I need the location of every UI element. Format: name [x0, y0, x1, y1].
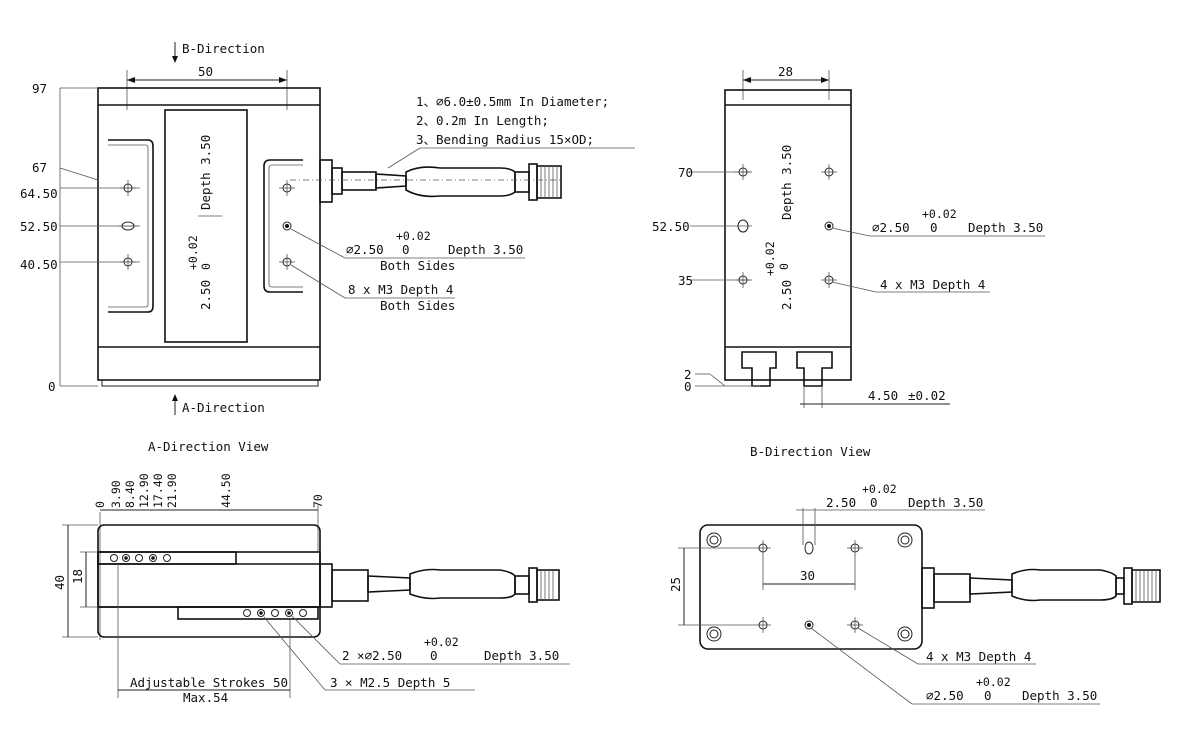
front-width-dim: 50	[198, 64, 213, 79]
front-y-52-50: 52.50	[20, 219, 58, 234]
a-tick-5: 21.90	[165, 473, 179, 508]
a-direction-view: A-Direction View 0 3.90 8.40 12.90 17.40…	[52, 439, 570, 705]
cable-note-1: 1、∅6.0±0.5mm In Diameter;	[416, 94, 609, 109]
a-dim-18: 18	[70, 569, 85, 584]
b-dim-30: 30	[800, 568, 815, 583]
front-y-97: 97	[32, 81, 47, 96]
front-depth-bottom: 2.50	[198, 280, 213, 310]
front-both-sides-1: Both Sides	[380, 258, 455, 273]
side-view: 28 70 52.50 35 2 0 Depth 3.50 +0.02 0 2.…	[652, 64, 1045, 408]
b-bottom-tol-plus: +0.02	[976, 675, 1011, 689]
a-strokes: Adjustable Strokes 50	[130, 675, 288, 690]
a-tick-4: 17.40	[151, 473, 165, 508]
side-hole-spec: ∅2.50	[872, 220, 910, 235]
cable-note-3: 3、Bending Radius 15×OD;	[416, 132, 594, 147]
a-pin-depth: Depth 3.50	[484, 648, 559, 663]
front-hole-tol-zero: 0	[402, 242, 410, 257]
side-hole-tol-plus: +0.02	[922, 207, 957, 221]
b-top-tol-zero: 0	[870, 495, 878, 510]
b-direction-view: B-Direction View +0.02 2.50 0 Depth 3.50…	[668, 444, 1161, 705]
side-m3-spec: 4 x M3 Depth 4	[880, 277, 985, 292]
side-width-dim: 28	[778, 64, 793, 79]
b-m3-spec: 4 x M3 Depth 4	[926, 649, 1031, 664]
a-max: Max.54	[183, 690, 228, 705]
front-hole-spec: ∅2.50	[346, 242, 384, 257]
a-m25-spec: 3 × M2.5 Depth 5	[330, 675, 450, 690]
b-bottom-spec: ∅2.50	[926, 688, 964, 703]
a-pin-spec: 2 ×∅2.50	[342, 648, 402, 663]
a-tick-1: 3.90	[109, 480, 123, 508]
side-y-0: 0	[684, 379, 692, 394]
front-y-67: 67	[32, 160, 47, 175]
front-y-64-50: 64.50	[20, 186, 58, 201]
side-hole-tol-zero: 0	[930, 220, 938, 235]
front-hole-tol-plus: +0.02	[396, 229, 431, 243]
front-both-sides-2: Both Sides	[380, 298, 455, 313]
b-bottom-depth: Depth 3.50	[1022, 688, 1097, 703]
front-tol-plus: +0.02	[186, 235, 200, 270]
side-depth-bottom: 2.50	[779, 280, 794, 310]
a-tick-3: 12.90	[137, 473, 151, 508]
front-hole-depth: Depth 3.50	[448, 242, 523, 257]
b-top-spec: 2.50	[826, 495, 856, 510]
front-y-0: 0	[48, 379, 56, 394]
side-y-70: 70	[678, 165, 693, 180]
side-tol-zero: 0	[777, 263, 791, 270]
a-dim-40: 40	[52, 575, 67, 590]
side-hole-depth: Depth 3.50	[968, 220, 1043, 235]
b-dim-25: 25	[668, 577, 683, 592]
a-tick-2: 8.40	[123, 480, 137, 508]
a-pin-tol-zero: 0	[430, 648, 438, 663]
a-direction-label: A-Direction	[182, 400, 265, 415]
front-m3-spec: 8 x M3 Depth 4	[348, 282, 453, 297]
front-tol-zero: 0	[199, 263, 213, 270]
side-slot-tol: ±0.02	[908, 388, 946, 403]
a-tick-6: 44.50	[219, 473, 233, 508]
front-y-40-50: 40.50	[20, 257, 58, 272]
a-tick-7: 70	[311, 494, 325, 508]
cable-note-2: 2、0.2m In Length;	[416, 113, 549, 128]
b-bottom-tol-zero: 0	[984, 688, 992, 703]
side-tol-plus: +0.02	[763, 241, 777, 276]
b-view-title: B-Direction View	[750, 444, 871, 459]
front-depth-top: Depth 3.50	[198, 135, 213, 210]
b-direction-label: B-Direction	[182, 41, 265, 56]
a-view-title: A-Direction View	[148, 439, 269, 454]
a-pin-tol-plus: +0.02	[424, 635, 459, 649]
front-view: B-Direction 50 97 67 64.50 52.50 40.50	[20, 41, 635, 415]
side-y-35: 35	[678, 273, 693, 288]
side-depth-top: Depth 3.50	[779, 145, 794, 220]
b-top-depth: Depth 3.50	[908, 495, 983, 510]
side-y-2: 2	[684, 367, 692, 382]
b-top-tol-plus: +0.02	[862, 482, 897, 496]
a-tick-0: 0	[93, 501, 107, 508]
side-slot-dim: 4.50	[868, 388, 898, 403]
side-y-52-50: 52.50	[652, 219, 690, 234]
